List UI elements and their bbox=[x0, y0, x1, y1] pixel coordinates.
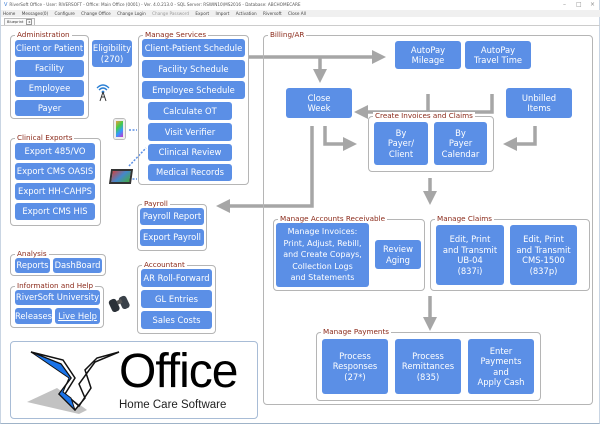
sales-costs-button[interactable]: Sales Costs bbox=[141, 311, 212, 329]
menu-change-office[interactable]: Change Office bbox=[81, 11, 111, 16]
connector-tablet-verifier bbox=[128, 147, 147, 167]
payroll-label: Payroll bbox=[142, 199, 170, 208]
calculate-ot-button[interactable]: Calculate OT bbox=[148, 102, 232, 120]
review-aging-button[interactable]: Review Aging bbox=[375, 240, 421, 269]
arrow-close-week-to-payroll bbox=[216, 126, 314, 213]
clinical-exports-group: Clinical Exports bbox=[10, 134, 101, 226]
administration-label: Administration bbox=[15, 30, 72, 39]
manage-ar-group: Manage Accounts Receivable bbox=[273, 215, 425, 291]
close-window-button[interactable]: × bbox=[590, 1, 596, 8]
export-485-vo-button[interactable]: Export 485/VO bbox=[15, 143, 95, 160]
analysis-label: Analysis bbox=[15, 249, 49, 258]
releases-button[interactable]: Releases bbox=[15, 308, 52, 324]
app-icon: V bbox=[4, 2, 8, 8]
export-payroll-button[interactable]: Export Payroll bbox=[140, 229, 204, 246]
analysis-group: Analysis bbox=[10, 250, 106, 276]
manage-payments-group: Manage Payments bbox=[316, 328, 541, 401]
binoculars-icon bbox=[108, 295, 130, 313]
menu-home[interactable]: Home bbox=[3, 11, 16, 16]
manage-claims-label: Manage Claims bbox=[435, 214, 494, 223]
menu-close-all[interactable]: Close All bbox=[288, 11, 306, 16]
accountant-group: Accountant bbox=[137, 261, 216, 334]
payroll-group: Payroll bbox=[137, 200, 207, 251]
employee-schedule-button[interactable]: Employee Schedule bbox=[142, 81, 245, 99]
billing-ar-label: Billing/AR bbox=[268, 30, 307, 39]
reports-button[interactable]: Reports bbox=[15, 258, 50, 273]
logo-title: Office bbox=[119, 345, 238, 398]
manage-payments-label: Manage Payments bbox=[321, 327, 392, 336]
cms1500-claims-button[interactable]: Edit, Print and Transmit CMS-1500 (837p) bbox=[510, 225, 577, 285]
create-invoices-label: Create Invoices and Claims bbox=[373, 111, 475, 120]
wireless-antenna-icon bbox=[96, 84, 110, 102]
process-remittances-button[interactable]: Process Remittances (835) bbox=[395, 339, 461, 394]
tab-label: Blueprint bbox=[7, 20, 24, 24]
clinical-review-button[interactable]: Clinical Review bbox=[148, 144, 232, 161]
riversoft-logo: Office Home Care Software bbox=[10, 341, 258, 419]
accountant-label: Accountant bbox=[142, 260, 187, 269]
information-help-group: Information and Help bbox=[10, 282, 104, 328]
logo-subtitle: Home Care Software bbox=[119, 399, 227, 411]
by-payer-calendar-button[interactable]: By Payer Calendar bbox=[434, 122, 487, 165]
menu-change-password[interactable]: Change Password bbox=[152, 11, 190, 16]
export-cms-his-button[interactable]: Export CMS HIS bbox=[15, 203, 95, 220]
billing-ar-group: Billing/AR bbox=[263, 31, 593, 405]
employee-button[interactable]: Employee bbox=[15, 80, 84, 97]
menu-import[interactable]: Import bbox=[215, 11, 230, 16]
enter-payments-button[interactable]: Enter Payments and Apply Cash bbox=[468, 339, 534, 394]
information-help-label: Information and Help bbox=[15, 281, 96, 290]
menu-change-login[interactable]: Change Login bbox=[117, 11, 146, 16]
export-cms-oasis-button[interactable]: Export CMS OASIS bbox=[15, 163, 95, 180]
dashboard-button[interactable]: DashBoard bbox=[53, 258, 102, 273]
eligibility-button[interactable]: Eligibility (270) bbox=[92, 40, 132, 67]
maximize-button[interactable]: □ bbox=[576, 1, 582, 8]
gl-entries-button[interactable]: GL Entries bbox=[141, 290, 212, 308]
manage-ar-label: Manage Accounts Receivable bbox=[278, 214, 387, 223]
tablet-icon bbox=[108, 169, 134, 184]
client-or-patient-button[interactable]: Client or Patient bbox=[15, 40, 84, 57]
live-help-link[interactable]: Live Help bbox=[55, 308, 100, 324]
manage-services-group: Manage Services bbox=[138, 31, 249, 185]
tab-close-icon[interactable]: x bbox=[26, 19, 33, 25]
administration-group: Administration bbox=[10, 31, 89, 119]
autopay-travel-time-button[interactable]: AutoPay Travel Time bbox=[465, 41, 531, 69]
autopay-mileage-button[interactable]: AutoPay Mileage bbox=[395, 41, 461, 69]
menu-activation[interactable]: Activation bbox=[235, 11, 257, 16]
menu-messages[interactable]: Messages(0) bbox=[21, 11, 49, 16]
menu-riversoft[interactable]: Riversoft bbox=[263, 11, 282, 16]
menu-configure[interactable]: Configure bbox=[54, 11, 75, 16]
flow-connectors bbox=[93, 48, 537, 331]
medical-records-button[interactable]: Medical Records bbox=[148, 164, 232, 181]
blueprint-panel: Administration Client or Patient Facilit… bbox=[1, 25, 600, 423]
menu-bar: Home Messages(0) Configure Change Office… bbox=[1, 10, 600, 17]
visit-verifier-button[interactable]: Visit Verifier bbox=[148, 123, 232, 141]
create-invoices-group: Create Invoices and Claims bbox=[368, 112, 494, 172]
client-patient-schedule-button[interactable]: Client-Patient Schedule bbox=[142, 39, 245, 57]
arrow-unbilled-to-invoices bbox=[503, 126, 537, 151]
by-payer-client-button[interactable]: By Payer/ Client bbox=[374, 122, 428, 165]
riversoft-university-button[interactable]: RiverSoft University bbox=[15, 290, 100, 305]
manage-invoices-button[interactable]: Manage Invoices: Print, Adjust, Rebill, … bbox=[276, 223, 369, 287]
manage-services-label: Manage Services bbox=[143, 30, 209, 39]
manage-claims-group: Manage Claims bbox=[430, 215, 590, 291]
menu-export[interactable]: Export bbox=[195, 11, 210, 16]
unbilled-items-button[interactable]: Unbilled Items bbox=[506, 88, 572, 118]
ar-roll-forward-button[interactable]: AR Roll-Forward bbox=[141, 269, 212, 287]
riversoft-v-logo-icon bbox=[27, 351, 120, 414]
smartphone-icon bbox=[114, 119, 125, 139]
export-hh-cahps-button[interactable]: Export HH-CAHPS bbox=[15, 183, 95, 200]
ub04-claims-button[interactable]: Edit, Print and Transmit UB-04 (837i) bbox=[436, 225, 504, 285]
payroll-report-button[interactable]: Payroll Report bbox=[140, 208, 204, 225]
window-title: RiverSoft Office - User: RIVERSOFT - Off… bbox=[9, 2, 301, 7]
clinical-exports-label: Clinical Exports bbox=[15, 133, 75, 142]
facility-button[interactable]: Facility bbox=[15, 60, 84, 77]
payer-button[interactable]: Payer bbox=[15, 100, 84, 116]
close-week-button[interactable]: Close Week bbox=[286, 88, 352, 118]
process-responses-button[interactable]: Process Responses (27*) bbox=[322, 339, 388, 394]
arrow-close-week-to-invoices bbox=[323, 126, 357, 151]
facility-schedule-button[interactable]: Facility Schedule bbox=[142, 60, 245, 78]
minimize-button[interactable]: – bbox=[563, 1, 566, 8]
